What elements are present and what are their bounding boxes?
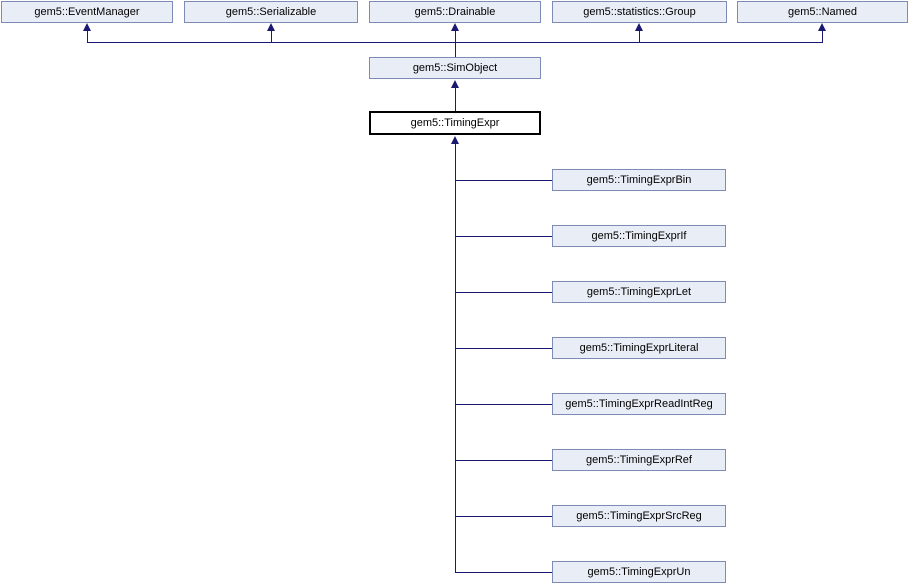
edge-branch-un: [455, 572, 552, 573]
edge-stub-serializable: [271, 30, 272, 43]
node-drainable[interactable]: gem5::Drainable: [369, 1, 541, 23]
node-simobject[interactable]: gem5::SimObject: [369, 57, 541, 79]
node-statistics-group[interactable]: gem5::statistics::Group: [552, 1, 727, 23]
edge-stub-event-manager: [87, 30, 88, 43]
node-serializable[interactable]: gem5::Serializable: [184, 1, 358, 23]
node-timing-expr-ref[interactable]: gem5::TimingExprRef: [552, 449, 726, 471]
edge-branch-readintreg: [455, 404, 552, 405]
node-timing-expr-un[interactable]: gem5::TimingExprUn: [552, 561, 726, 583]
node-timing-expr-readintreg[interactable]: gem5::TimingExprReadIntReg: [552, 393, 726, 415]
node-timing-expr-srcreg[interactable]: gem5::TimingExprSrcReg: [552, 505, 726, 527]
edge-branch-let: [455, 292, 552, 293]
node-timing-expr-let[interactable]: gem5::TimingExprLet: [552, 281, 726, 303]
arrowhead-to-drainable: [451, 23, 459, 31]
edge-stub-statistics-group: [639, 30, 640, 43]
arrowhead-to-statistics-group: [635, 23, 643, 31]
node-named[interactable]: gem5::Named: [737, 1, 908, 23]
arrowhead-to-named: [818, 23, 826, 31]
arrowhead-to-simobject: [451, 80, 459, 88]
edge-branch-literal: [455, 348, 552, 349]
edge-bus-to-simobject: [455, 42, 456, 57]
edge-branch-srcreg: [455, 516, 552, 517]
edge-branch-bin: [455, 180, 552, 181]
arrowhead-to-event-manager: [83, 23, 91, 31]
edge-children-trunk: [455, 143, 456, 573]
node-timing-expr-literal[interactable]: gem5::TimingExprLiteral: [552, 337, 726, 359]
node-timing-expr-if[interactable]: gem5::TimingExprIf: [552, 225, 726, 247]
node-event-manager[interactable]: gem5::EventManager: [1, 1, 173, 23]
node-timing-expr-bin[interactable]: gem5::TimingExprBin: [552, 169, 726, 191]
node-timing-expr: gem5::TimingExpr: [369, 111, 541, 135]
arrowhead-to-timing-expr: [451, 136, 459, 144]
edge-timingexpr-to-simobject: [455, 87, 456, 111]
arrowhead-to-serializable: [267, 23, 275, 31]
edge-branch-ref: [455, 460, 552, 461]
edge-stub-named: [822, 30, 823, 43]
edge-branch-if: [455, 236, 552, 237]
edge-stub-drainable: [455, 30, 456, 43]
